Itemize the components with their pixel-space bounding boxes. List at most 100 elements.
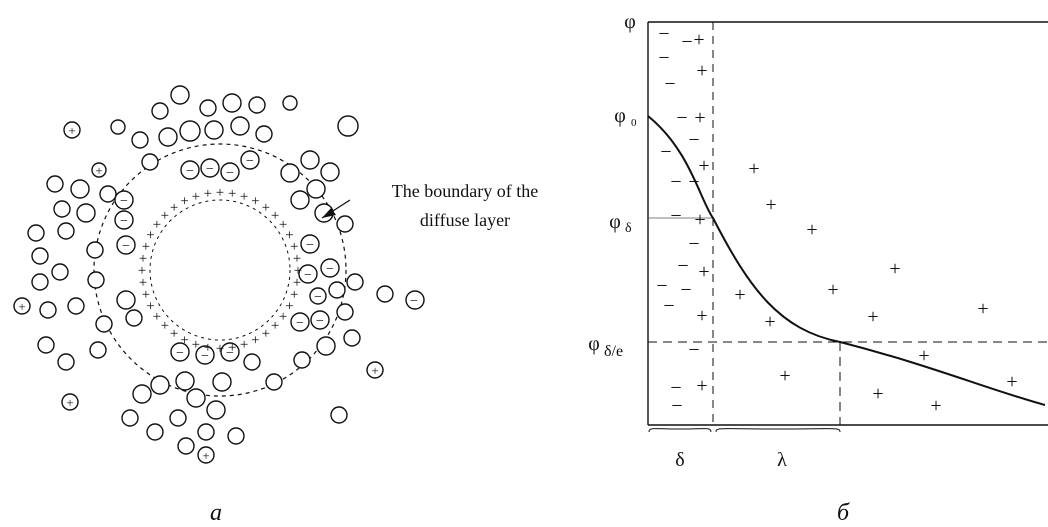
plus-charge: +: [216, 185, 224, 201]
minus-ion: −: [688, 129, 699, 151]
ion-circle: [57, 222, 75, 240]
anion-sign: −: [186, 164, 194, 179]
plus-ion: +: [918, 345, 929, 367]
cation-sign: +: [18, 299, 25, 314]
plus-ion: +: [698, 261, 709, 283]
plus-charge: +: [262, 200, 270, 216]
plus-ion: +: [867, 306, 878, 328]
plus-charge: +: [153, 309, 161, 325]
ion-circle: [222, 93, 242, 113]
minus-ion: −: [656, 275, 667, 297]
anion-sign: −: [304, 268, 312, 283]
ion-circle: [336, 303, 354, 321]
minus-ion: −: [664, 73, 675, 95]
minus-ion: −: [670, 377, 681, 399]
ion-circle: [204, 120, 224, 140]
ion-circle: [376, 285, 394, 303]
anion-sign: −: [226, 166, 234, 181]
ion-circle: [200, 158, 220, 178]
plus-charge: +: [293, 251, 301, 267]
ion-circle: [309, 287, 327, 305]
plus-ion: +: [698, 155, 709, 177]
plus-charge: +: [228, 340, 236, 356]
ion-circle: [220, 342, 240, 362]
plus-ion: +: [694, 107, 705, 129]
ion-circle: [67, 297, 85, 315]
ion-circle: [280, 163, 300, 183]
ion-circle: [248, 96, 266, 114]
plus-charge: +: [285, 298, 293, 314]
plus-charge: +: [170, 200, 178, 216]
cation-sign: +: [66, 395, 73, 410]
plus-charge: +: [138, 263, 146, 279]
anion-sign: −: [296, 316, 304, 331]
y-label-phi: φ: [624, 11, 636, 33]
plus-ion: +: [827, 279, 838, 301]
ion-circle: [316, 336, 336, 356]
plus-charge: +: [240, 337, 248, 353]
ion-circle: [27, 224, 45, 242]
plot-ions: −−−−−−−−−−−−−−−−−−++++++++++++++++++++++: [656, 23, 1017, 417]
plus-ion: +: [694, 209, 705, 231]
ion-circle: [206, 400, 226, 420]
ion-circle: [170, 85, 190, 105]
plus-charge: +: [180, 332, 188, 348]
plus-charge: +: [161, 208, 169, 224]
plus-charge: +: [204, 186, 212, 202]
anion-sign: −: [326, 262, 334, 277]
ion-circle: [31, 273, 49, 291]
cation-sign: +: [95, 163, 102, 178]
ion-circle: [99, 185, 117, 203]
ion-circle: [114, 190, 134, 210]
plus-charge: +: [290, 287, 298, 303]
ion-circle: [366, 361, 384, 379]
cation-sign: +: [202, 448, 209, 463]
minus-ion: −: [658, 23, 669, 45]
ion-circle: [298, 264, 318, 284]
plus-charge: +: [146, 228, 154, 244]
plus-ion: +: [696, 60, 707, 82]
ion-circle: [132, 384, 152, 404]
ion-circle: [116, 290, 136, 310]
anion-sign: −: [176, 346, 184, 361]
y-label-phi0-sub: 0: [631, 117, 637, 129]
ion-circle: [39, 301, 57, 319]
minus-ion: −: [670, 205, 681, 227]
panel-label-a: a: [210, 500, 222, 526]
ion-circle: [300, 234, 320, 254]
plus-charge: +: [146, 298, 154, 314]
ion-circle: [87, 271, 105, 289]
plus-charge: +: [142, 239, 150, 255]
ion-circle: [265, 373, 283, 391]
plus-charge: +: [290, 239, 298, 255]
ion-circle: [337, 115, 359, 137]
ion-circle: [91, 162, 107, 178]
ion-circle: [169, 409, 187, 427]
y-label-phi-delta-sub: δ: [625, 221, 632, 236]
anion-sign: −: [201, 349, 209, 364]
ion-circle: [282, 95, 298, 111]
anion-sign: −: [314, 290, 322, 305]
ion-circle: [70, 179, 90, 199]
ion-circle: [197, 446, 215, 464]
ion-circle: [293, 351, 311, 369]
ion-circle: [121, 409, 139, 427]
ion-circle: [141, 153, 159, 171]
plus-ion: +: [748, 158, 759, 180]
surface-charges: ++++++++++++++++++++++++++++++++++++++++: [138, 185, 302, 357]
plus-charge: +: [139, 251, 147, 267]
ion-circle: [177, 437, 195, 455]
ion-circle: [405, 290, 425, 310]
ion-circle: [290, 312, 310, 332]
minus-ion: −: [663, 295, 674, 317]
ion-circle: [89, 341, 107, 359]
anion-sign: −: [316, 314, 324, 329]
plus-ion: +: [1006, 371, 1017, 393]
arrow-head: [322, 208, 336, 218]
plus-ion: +: [765, 194, 776, 216]
ion-circle: [51, 263, 69, 281]
plus-charge: +: [293, 275, 301, 291]
ion-circle: [110, 119, 126, 135]
ion-circle: [57, 353, 75, 371]
